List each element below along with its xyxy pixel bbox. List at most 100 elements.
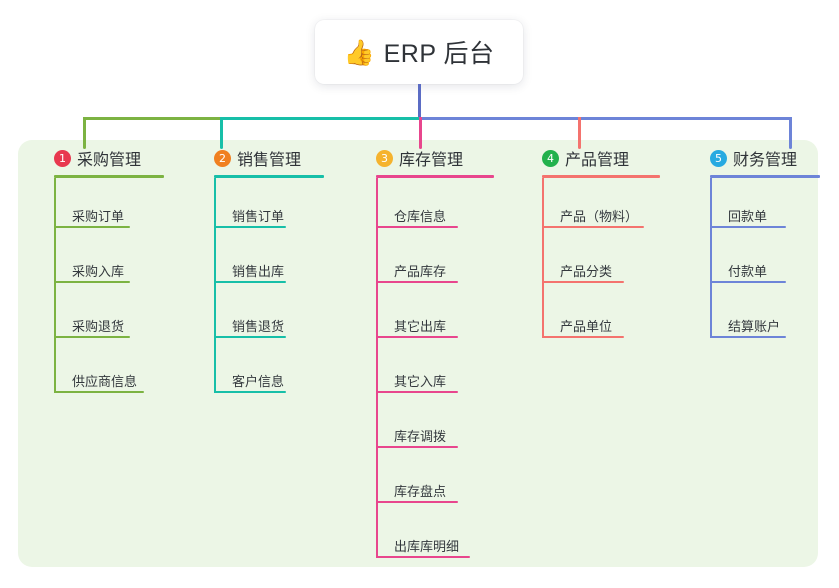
branch-title: 销售管理 — [237, 152, 302, 169]
menu-item-label: 付款单 — [728, 264, 768, 279]
menu-item[interactable]: 结算账户 — [692, 288, 820, 343]
menu-item-label: 销售退货 — [232, 319, 285, 334]
menu-item[interactable]: 仓库信息 — [358, 178, 494, 233]
menu-item-underline — [54, 336, 130, 338]
branch-spine — [214, 178, 216, 393]
menu-item-underline — [376, 281, 458, 283]
menu-item-label: 其它入库 — [394, 374, 447, 389]
branch-number-badge: 2 — [214, 149, 231, 167]
menu-item[interactable]: 产品分类 — [524, 233, 660, 288]
menu-item[interactable]: 库存盘点 — [358, 453, 494, 508]
menu-item[interactable]: 客户信息 — [196, 343, 324, 398]
menu-item-underline — [214, 391, 286, 393]
branch-underline — [710, 175, 820, 178]
menu-item-label: 回款单 — [728, 209, 768, 224]
menu-item-underline — [376, 336, 458, 338]
branch-underline — [54, 175, 164, 178]
menu-item[interactable]: 其它入库 — [358, 343, 494, 398]
menu-item-label: 销售订单 — [232, 209, 285, 224]
root-node-title: ERP 后台 — [383, 40, 495, 68]
branch-items: 销售订单销售出库销售退货客户信息 — [196, 178, 324, 398]
branch-underline — [376, 175, 494, 178]
menu-item[interactable]: 销售退货 — [196, 288, 324, 343]
branch-number-badge: 5 — [710, 149, 727, 167]
menu-item-label: 采购订单 — [72, 209, 125, 224]
menu-item[interactable]: 产品（物料） — [524, 178, 660, 233]
branch-items: 采购订单采购入库采购退货供应商信息 — [36, 178, 164, 398]
drop-inventory — [419, 117, 422, 149]
branch-column-1: 1 采购管理采购订单采购入库采购退货供应商信息 — [36, 146, 164, 398]
branches-panel — [18, 140, 818, 567]
drop-sales — [220, 117, 223, 149]
drop-product — [578, 117, 581, 149]
menu-item-label: 其它出库 — [394, 319, 447, 334]
menu-item[interactable]: 产品单位 — [524, 288, 660, 343]
menu-item-underline — [376, 556, 470, 558]
menu-item-underline — [214, 281, 286, 283]
menu-item-label: 库存调拨 — [394, 429, 447, 444]
branch-spine — [376, 178, 378, 558]
menu-item-label: 产品单位 — [560, 319, 613, 334]
branch-header-2[interactable]: 2 销售管理 — [196, 146, 324, 170]
branch-column-4: 4 产品管理产品（物料） 产品分类产品单位 — [524, 146, 660, 343]
branch-header-4[interactable]: 4 产品管理 — [524, 146, 660, 170]
bus-green — [83, 117, 220, 120]
drop-purchase — [83, 117, 86, 149]
branch-title: 产品管理 — [565, 152, 630, 169]
menu-item-underline — [214, 226, 286, 228]
menu-item-underline — [542, 336, 624, 338]
menu-item[interactable]: 采购入库 — [36, 233, 164, 288]
menu-item-label: 销售出库 — [232, 264, 285, 279]
menu-item-label: 采购入库 — [72, 264, 125, 279]
branch-number-badge: 3 — [376, 149, 393, 167]
branch-spine — [54, 178, 56, 393]
branch-number-badge: 1 — [54, 149, 71, 167]
menu-item-underline — [710, 226, 786, 228]
menu-item-label: 产品库存 — [394, 264, 447, 279]
menu-item[interactable]: 采购退货 — [36, 288, 164, 343]
menu-item-underline — [54, 281, 130, 283]
menu-item[interactable]: 产品库存 — [358, 233, 494, 288]
menu-item-underline — [710, 336, 786, 338]
menu-item-label: 客户信息 — [232, 374, 285, 389]
menu-item-underline — [54, 391, 144, 393]
branch-items: 回款单付款单结算账户 — [692, 178, 820, 343]
branch-header-1[interactable]: 1 采购管理 — [36, 146, 164, 170]
menu-item[interactable]: 采购订单 — [36, 178, 164, 233]
menu-item-underline — [54, 226, 130, 228]
menu-item-label: 供应商信息 — [72, 374, 138, 389]
bus-blue — [419, 117, 789, 120]
menu-item-underline — [376, 391, 458, 393]
menu-item[interactable]: 付款单 — [692, 233, 820, 288]
menu-item-underline — [376, 226, 458, 228]
branch-spine — [710, 178, 712, 338]
branch-column-2: 2 销售管理销售订单销售出库销售退货客户信息 — [196, 146, 324, 398]
menu-item-underline — [376, 446, 458, 448]
branch-title: 采购管理 — [77, 152, 142, 169]
menu-item-label: 仓库信息 — [394, 209, 447, 224]
menu-item[interactable]: 出库库明细 — [358, 508, 494, 563]
menu-item-underline — [542, 226, 644, 228]
menu-item[interactable]: 库存调拨 — [358, 398, 494, 453]
menu-item[interactable]: 供应商信息 — [36, 343, 164, 398]
menu-item-underline — [214, 336, 286, 338]
branch-number-badge: 4 — [542, 149, 559, 167]
menu-item-label: 产品分类 — [560, 264, 613, 279]
root-node-erp-backend[interactable]: 👍 ERP 后台 — [315, 20, 523, 84]
menu-item-label: 结算账户 — [728, 319, 781, 334]
menu-item-underline — [710, 281, 786, 283]
menu-item[interactable]: 其它出库 — [358, 288, 494, 343]
menu-item[interactable]: 销售出库 — [196, 233, 324, 288]
branch-underline — [542, 175, 660, 178]
branch-items: 仓库信息产品库存其它出库其它入库库存调拨库存盘点出库库明细 — [358, 178, 494, 563]
drop-finance — [789, 117, 792, 149]
thumbs-up-icon: 👍 — [343, 37, 375, 67]
branch-underline — [214, 175, 324, 178]
menu-item[interactable]: 回款单 — [692, 178, 820, 233]
menu-item-label: 出库库明细 — [394, 539, 460, 554]
menu-item[interactable]: 销售订单 — [196, 178, 324, 233]
menu-item-underline — [376, 501, 458, 503]
